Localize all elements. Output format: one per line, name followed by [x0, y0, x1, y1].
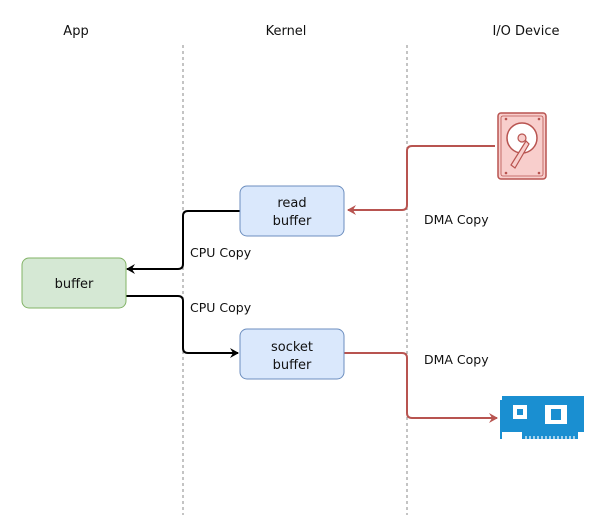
hard-disk-icon: [497, 112, 547, 180]
column-title-kernel: Kernel: [266, 24, 307, 39]
read-buffer-node: read buffer: [239, 185, 345, 237]
socket-buffer-label-line2: buffer: [273, 358, 312, 373]
cpu-read-label: CPU Copy: [190, 245, 252, 260]
app-buffer-node: buffer: [21, 257, 127, 309]
network-card-icon: [500, 396, 584, 439]
dma-read-label: DMA Copy: [424, 212, 489, 227]
dma-read-arrow: [347, 145, 495, 215]
dma-write-arrow: [344, 352, 498, 423]
read-buffer-label-line1: read: [277, 196, 306, 211]
read-buffer-label-line2: buffer: [273, 214, 312, 229]
socket-buffer-label-line1: socket: [271, 340, 313, 355]
socket-buffer-node: socket buffer: [239, 328, 345, 380]
app-buffer-label: buffer: [55, 277, 94, 292]
dma-write-label: DMA Copy: [424, 352, 489, 367]
cpu-read-arrow: [126, 210, 240, 274]
cpu-write-label: CPU Copy: [190, 300, 252, 315]
column-title-io-device: I/O Device: [492, 24, 559, 39]
cpu-write-arrow: [126, 295, 239, 358]
column-title-app: App: [63, 24, 88, 39]
